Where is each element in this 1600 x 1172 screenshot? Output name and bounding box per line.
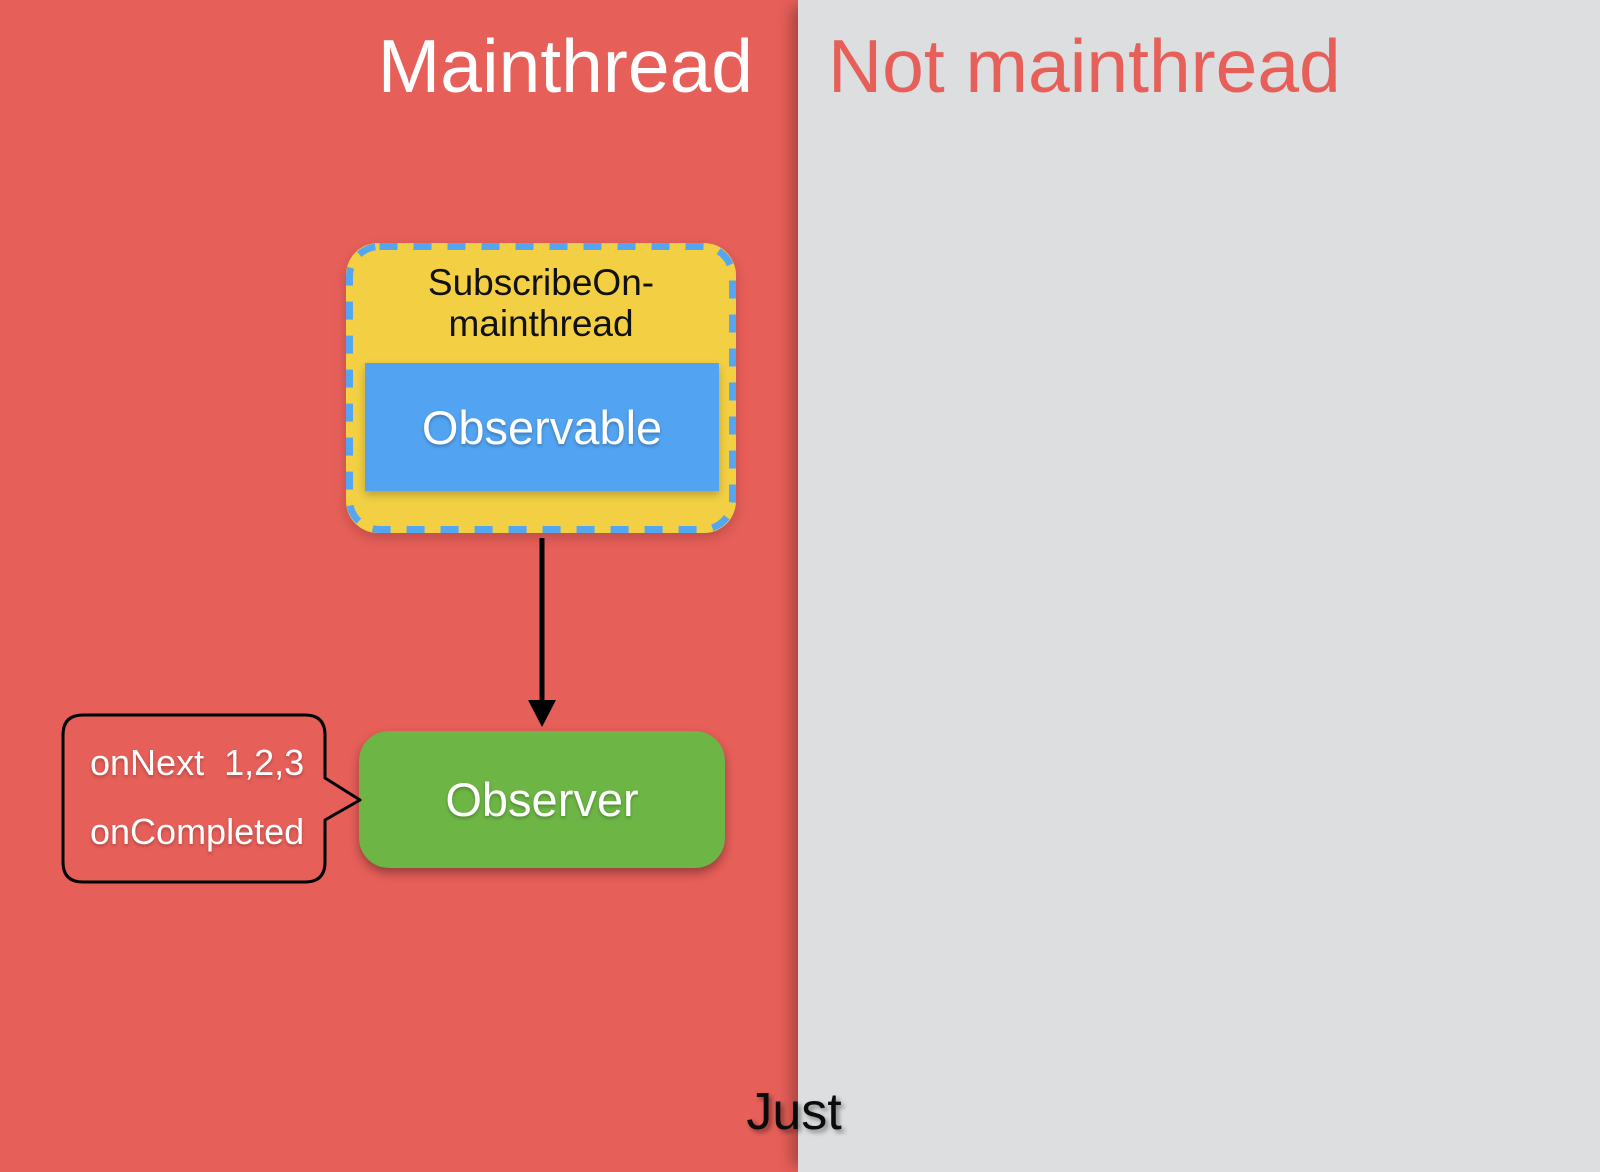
observer-node: Observer [359, 731, 725, 868]
flow-arrow [528, 538, 556, 727]
subscribe-on-title: SubscribeOn- mainthread [346, 243, 736, 344]
callout-bubble [61, 713, 362, 884]
not-mainthread-region [798, 0, 1600, 1172]
observer-label: Observer [445, 773, 639, 826]
mainthread-heading: Mainthread [377, 24, 753, 108]
not-mainthread-heading: Not mainthread [828, 24, 1341, 108]
mainthread-region [0, 0, 798, 1172]
dashed-border [346, 243, 736, 533]
subscribe-on-title-line2: mainthread [448, 303, 634, 344]
subscribe-on-title-line1: SubscribeOn- [427, 262, 655, 303]
callout-line-onnext: onNext 1,2,3 [90, 742, 305, 783]
observable-node: Observable [365, 363, 719, 491]
callout-bubble-shape [61, 713, 362, 884]
observable-label: Observable [421, 400, 663, 454]
callout-line-oncompleted: onCompleted [90, 811, 305, 852]
just-label: Just [746, 1083, 842, 1141]
